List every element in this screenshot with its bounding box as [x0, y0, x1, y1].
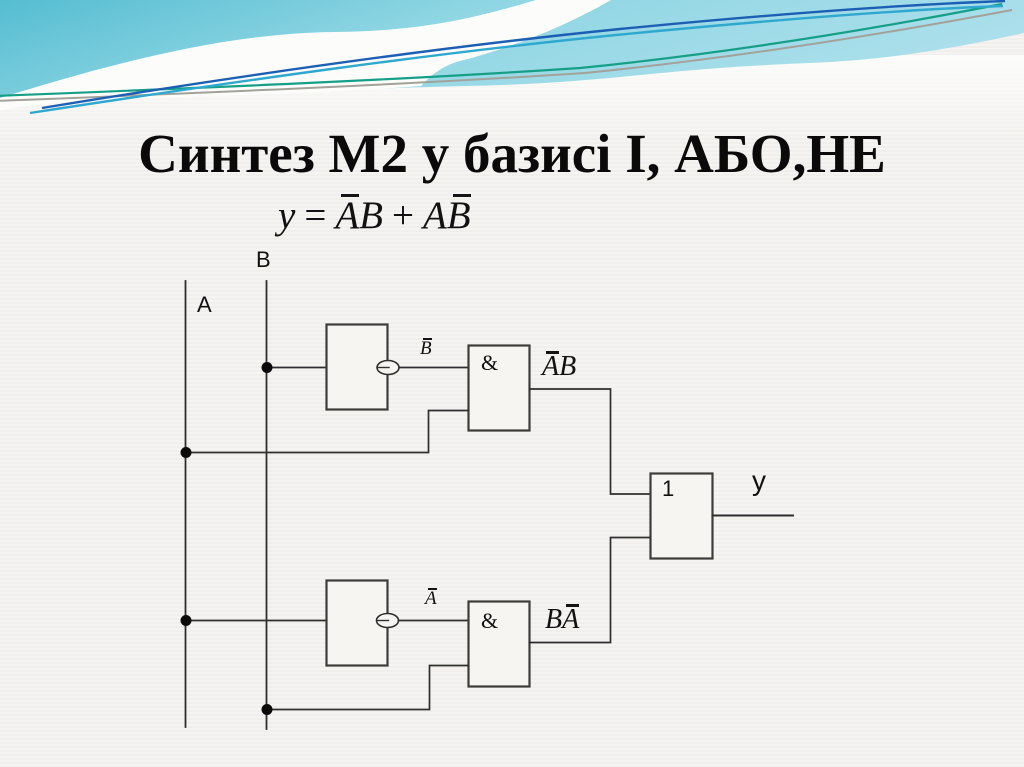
wave-accent-blue-dark-line	[41, 0, 1006, 110]
wave-white-ribbon	[0, 0, 611, 110]
and-gate-top-symbol: &	[481, 350, 499, 375]
circuit-output-label: у	[752, 465, 766, 496]
formula-equals: =	[304, 194, 327, 237]
not-gate-top-inversion-bubble	[376, 359, 400, 376]
not-top-output-barred-letter: B	[420, 338, 432, 359]
boolean-formula: y=AB+AB	[278, 194, 471, 237]
not-bottom-output-barred-letter: A	[425, 588, 437, 609]
not-bottom-output-label: A	[425, 588, 437, 609]
junction-dot-b-top	[261, 362, 273, 373]
bottom-product-label: BA	[545, 604, 580, 635]
not-top-output-label: B	[420, 338, 432, 359]
junction-dot-a-bottom	[180, 615, 192, 626]
formula-term2-barred: B	[446, 194, 471, 237]
wire-b-to-and-bottom	[266, 664, 469, 711]
formula-term1-plain: B	[359, 194, 383, 237]
bottom-product-barred-letter: A	[562, 604, 580, 635]
wave-accent-blue-light-line	[29, 4, 1004, 115]
formula-plus: +	[391, 194, 414, 237]
formula-term1-barred: A	[335, 194, 360, 237]
bottom-product-plain-letter: B	[545, 604, 563, 635]
bus-b-label: B	[256, 247, 271, 272]
formula-term2-plain: A	[422, 194, 447, 237]
wave-accent-green-line	[0, 2, 1003, 97]
and-gate-bottom-box	[467, 600, 531, 688]
junction-dot-b-bottom	[261, 704, 273, 715]
top-product-label: AB	[542, 351, 577, 382]
junction-dot-a-mid	[180, 447, 192, 458]
or-gate-symbol: 1	[662, 476, 675, 501]
not-gate-top-box	[325, 323, 389, 411]
slide-title: Синтез М2 у базисі І, АБО,НЕ	[138, 123, 886, 184]
top-product-plain-letter: B	[559, 351, 577, 382]
wire-a-to-and-top	[185, 409, 469, 454]
decorative-wave-header	[0, 0, 1024, 140]
wave-accent-gray-line	[0, 9, 1013, 102]
and-gate-bottom-symbol: &	[481, 608, 499, 633]
not-gate-bottom-inversion-bubble	[375, 612, 400, 629]
not-gate-bottom-box	[325, 579, 389, 667]
top-product-barred-letter: A	[542, 351, 560, 382]
wire-and-top-to-or	[528, 388, 651, 495]
or-gate-box	[649, 472, 714, 560]
bus-a-label: A	[197, 292, 212, 317]
formula-lhs: y	[278, 194, 296, 237]
and-gate-top-box	[467, 344, 531, 432]
